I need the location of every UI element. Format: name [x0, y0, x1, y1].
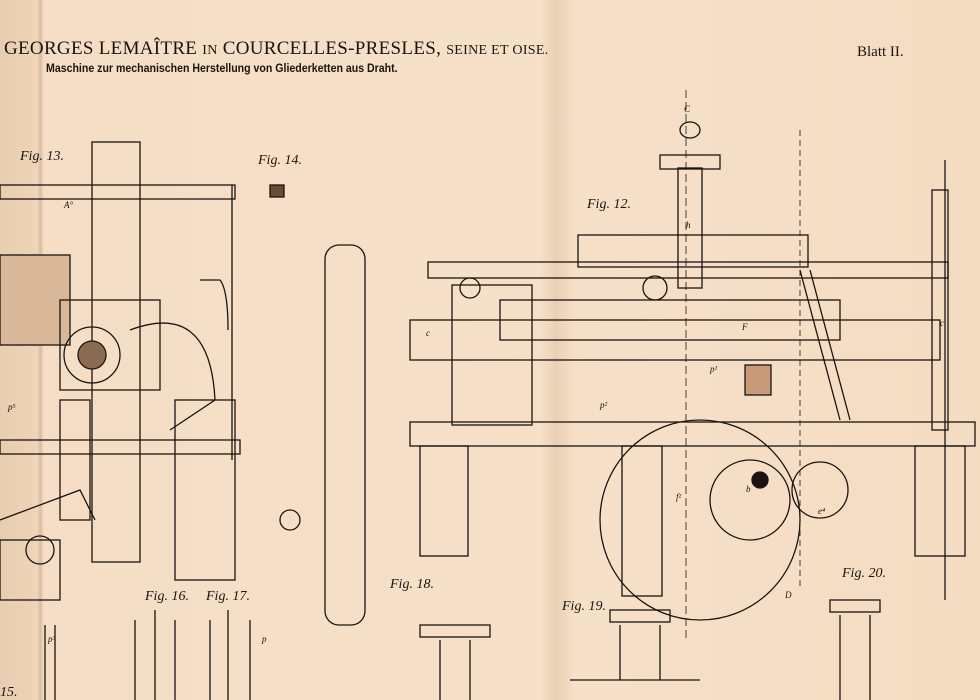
fig-20-label: Fig. 20. [841, 566, 886, 581]
sheet-number: Blatt II. [857, 44, 904, 60]
figure-13-drawing [0, 141, 301, 601]
lower-figures-drawing [44, 599, 881, 700]
fig-13-label: Fig. 13. [19, 149, 64, 164]
place-name: COURCELLES-PRESLES, [222, 38, 442, 59]
fig-14-label: Fig. 14. [257, 153, 302, 168]
region-name: SEINE ET OISE. [446, 43, 549, 58]
part-label: f² [676, 492, 682, 502]
part-label: p⁵ [7, 402, 16, 412]
part-label: c [940, 318, 944, 328]
figure-12-drawing [324, 90, 976, 640]
fig-19-label: Fig. 19. [561, 599, 606, 614]
part-label: e⁴ [818, 506, 825, 516]
inventor-name: GEORGES LEMAÎTRE [4, 38, 198, 59]
part-label: c [426, 328, 430, 338]
patent-title: GEORGES LEMAÎTRE IN COURCELLES-PRESLES, … [4, 38, 549, 60]
part-label: C [684, 104, 691, 114]
part-label: p [261, 634, 267, 644]
part-label: p¹ [709, 364, 718, 374]
part-label: p³ [47, 634, 56, 644]
part-label: D [784, 590, 792, 600]
fig-17-label: Fig. 17. [205, 589, 250, 604]
fig-15-label: 15. [0, 685, 18, 700]
fig-16-label: Fig. 16. [144, 589, 189, 604]
part-label: h [686, 220, 691, 230]
patent-subtitle: Maschine zur mechanischen Herstellung vo… [46, 63, 398, 75]
in-word: IN [202, 43, 218, 58]
fig-18-label: Fig. 18. [389, 577, 434, 592]
figure-14-drawing [269, 184, 285, 198]
part-label: A° [63, 200, 73, 210]
fig-12-label: Fig. 12. [586, 197, 631, 212]
part-label: F [741, 322, 748, 332]
part-label: p² [599, 400, 608, 410]
part-label: b [746, 484, 751, 494]
